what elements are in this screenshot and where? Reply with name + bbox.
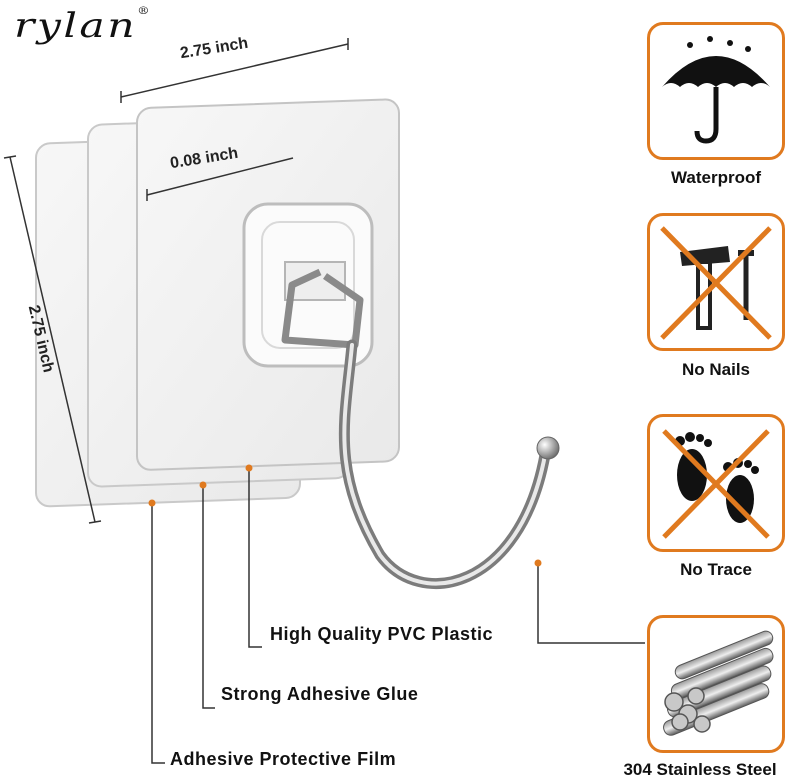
callout-glue: Strong Adhesive Glue bbox=[221, 684, 419, 704]
callout-film: Adhesive Protective Film bbox=[170, 749, 397, 769]
brand-logo: rylan® bbox=[14, 6, 152, 46]
steel-rods-icon bbox=[663, 630, 774, 736]
feature-waterproof-label: Waterproof bbox=[670, 168, 762, 187]
hammer-nail-icon bbox=[660, 226, 772, 340]
feature-no-trace-label: No Trace bbox=[680, 560, 752, 579]
feature-no-nails-label: No Nails bbox=[681, 360, 751, 379]
feature-stainless-steel-label: 304 Stainless Steel bbox=[623, 760, 777, 779]
brand-name: rylan bbox=[14, 6, 138, 46]
callout-pvc: High Quality PVC Plastic bbox=[270, 624, 494, 644]
feature-no-nails-box bbox=[647, 213, 785, 351]
width-dimension-line bbox=[120, 38, 349, 103]
callout-leaders bbox=[151, 468, 645, 764]
callout-dots bbox=[148, 464, 542, 567]
hook-base bbox=[242, 202, 374, 368]
height-dimension-line bbox=[3, 155, 102, 524]
steel-hook bbox=[281, 268, 560, 590]
feature-stainless-steel-box bbox=[647, 615, 785, 753]
footprints-icon bbox=[662, 429, 770, 539]
brand-registered-mark: ® bbox=[137, 6, 153, 17]
feature-waterproof-box bbox=[647, 22, 785, 160]
feature-no-trace-box bbox=[647, 414, 785, 552]
umbrella-icon bbox=[662, 36, 770, 144]
thickness-dimension-line bbox=[146, 157, 294, 201]
